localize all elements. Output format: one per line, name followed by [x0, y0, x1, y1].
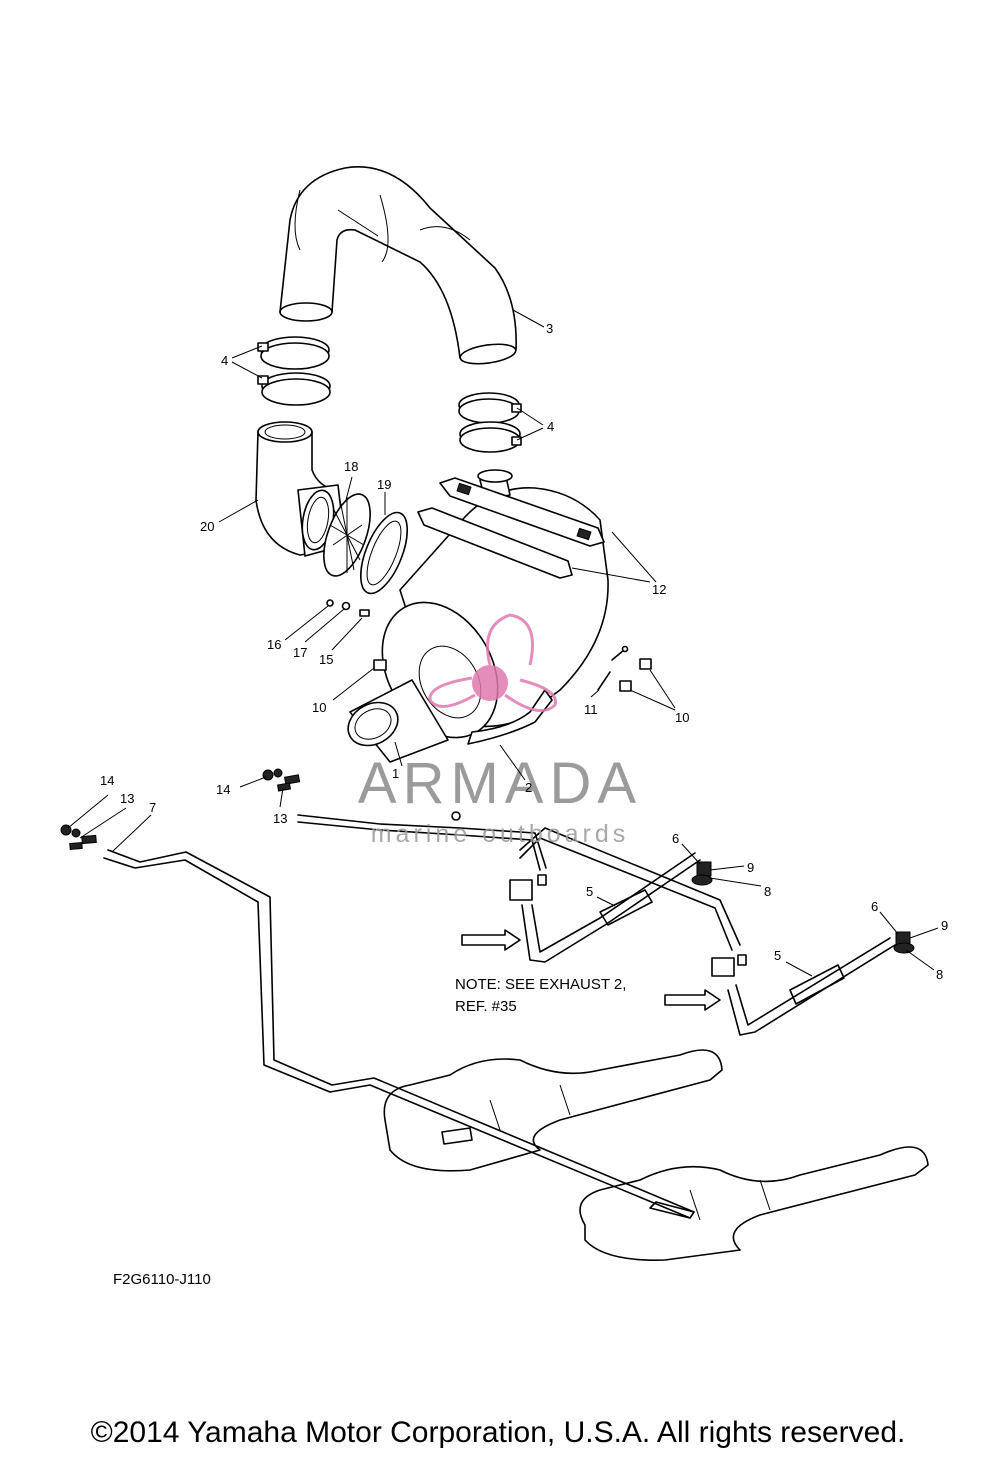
callout-13-left: 13: [120, 791, 134, 806]
watermark-tagline: marine outboards: [371, 820, 630, 848]
watermark-logo-hub: [472, 665, 508, 701]
fittings-part-13-14: [60, 768, 301, 851]
callout-12: 12: [652, 582, 666, 597]
callout-8-left: 8: [764, 884, 771, 899]
callout-19: 19: [377, 477, 391, 492]
callout-20: 20: [200, 519, 214, 534]
callout-2: 2: [525, 780, 532, 795]
callout-13-mid: 13: [273, 811, 287, 826]
watermark-logo-blade: [428, 613, 558, 713]
hoses-part-5: [519, 827, 896, 1036]
exhaust-pipe-part-3: [279, 166, 517, 365]
callout-6-left: 6: [672, 831, 679, 846]
callout-6-right: 6: [871, 899, 878, 914]
callout-5-right: 5: [774, 948, 781, 963]
diagram-code: F2G6110-J110: [113, 1271, 211, 1288]
callout-14-left: 14: [100, 773, 114, 788]
callout-17: 17: [293, 645, 307, 660]
bracket-part-2: [467, 689, 553, 745]
outlet-pipe-part-1: [347, 679, 449, 763]
fittings-part-6-8-9: [691, 861, 915, 954]
callout-4-left: 4: [221, 353, 228, 368]
callout-7: 7: [149, 800, 156, 815]
callout-4-right: 4: [547, 419, 554, 434]
callout-11: 11: [584, 702, 598, 717]
check-valves: [509, 874, 747, 977]
cooling-pipe-part-7: [103, 811, 695, 1219]
callout-1: 1: [392, 766, 399, 781]
armada-watermark: ARMADA marine outboards: [358, 613, 642, 848]
callout-18: 18: [344, 459, 358, 474]
note-line-1: NOTE: SEE EXHAUST 2,: [455, 976, 626, 993]
callout-3: 3: [546, 321, 553, 336]
reference-arrows: [461, 929, 721, 1011]
callout-15: 15: [319, 652, 333, 667]
copyright-text: ©2014 Yamaha Motor Corporation, U.S.A. A…: [91, 1416, 906, 1449]
leader-lines: [67, 309, 939, 977]
small-hardware: [326, 599, 652, 692]
callout-8-right: 8: [936, 967, 943, 982]
hose-clamps-part-4: [257, 336, 522, 453]
straps-part-12: [417, 477, 605, 579]
callout-5-left: 5: [586, 884, 593, 899]
callout-10-left: 10: [312, 700, 326, 715]
elbow-pipe-part-20: [255, 421, 346, 557]
watermark-brand: ARMADA: [358, 751, 642, 816]
callout-10-right: 10: [675, 710, 689, 725]
callout-16: 16: [267, 637, 281, 652]
screen-part-18: [323, 493, 371, 577]
gasket-part-19: [360, 511, 408, 595]
exhaust-manifolds: [383, 1049, 929, 1261]
callout-labels: 1 2 3 4 4 5 5 6 6 7 8 8 9 9 10 10 11 12 …: [100, 321, 948, 982]
callout-9-left: 9: [747, 860, 754, 875]
note-line-2: REF. #35: [455, 998, 517, 1015]
note-block: NOTE: SEE EXHAUST 2, REF. #35: [455, 976, 626, 1015]
callout-9-right: 9: [941, 918, 948, 933]
callout-14-mid: 14: [216, 782, 230, 797]
